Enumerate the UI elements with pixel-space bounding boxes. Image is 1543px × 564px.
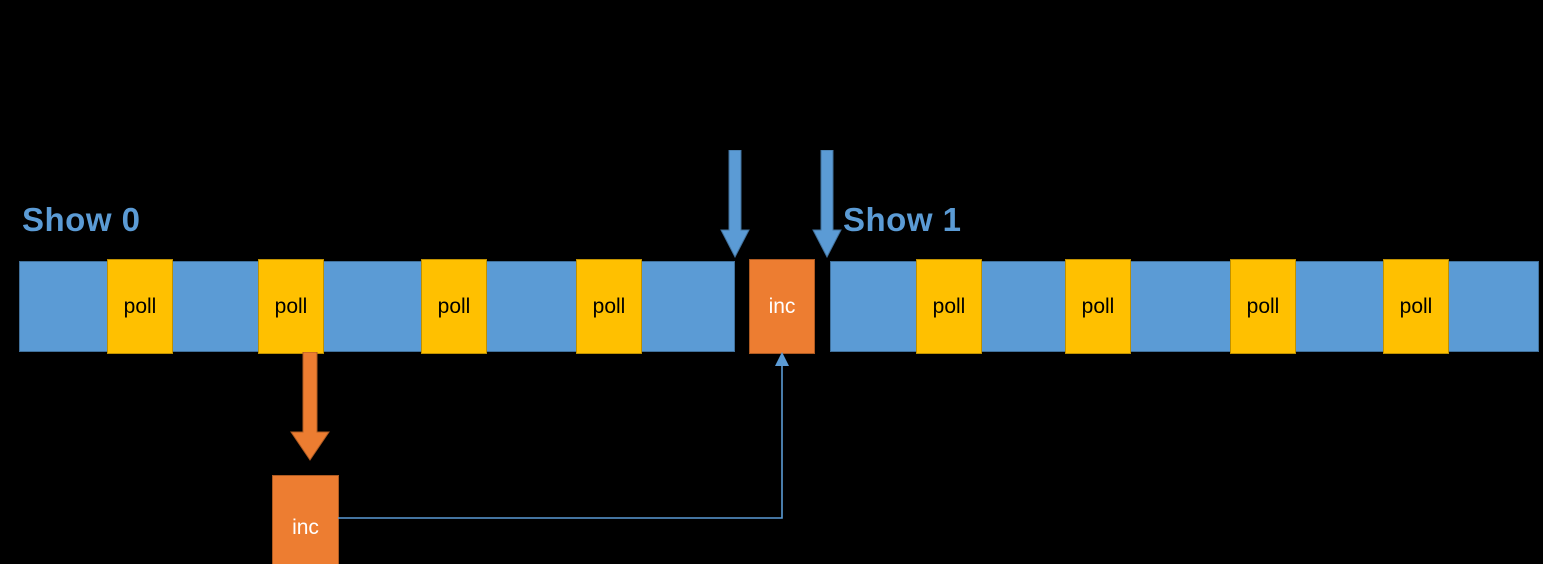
- poll-block[interactable]: poll: [107, 259, 173, 354]
- show-0-label: Show 0: [22, 201, 141, 238]
- poll-block[interactable]: poll: [258, 259, 324, 354]
- inc-block-offline[interactable]: inc: [272, 475, 339, 564]
- frame-boundary-arrow-icon: [720, 150, 750, 258]
- poll-block[interactable]: poll: [916, 259, 982, 354]
- inc-block-timeline[interactable]: inc: [749, 259, 815, 354]
- poll-block[interactable]: poll: [421, 259, 487, 354]
- inc-dispatch-arrow-icon: [290, 352, 330, 461]
- poll-block[interactable]: poll: [576, 259, 642, 354]
- inc-return-connector-arrow-icon: [338, 352, 789, 519]
- poll-block[interactable]: poll: [1383, 259, 1449, 354]
- show-1-label: Show 1: [843, 201, 962, 238]
- poll-block[interactable]: poll: [1065, 259, 1131, 354]
- frame-boundary-arrow-icon: [812, 150, 842, 258]
- poll-block[interactable]: poll: [1230, 259, 1296, 354]
